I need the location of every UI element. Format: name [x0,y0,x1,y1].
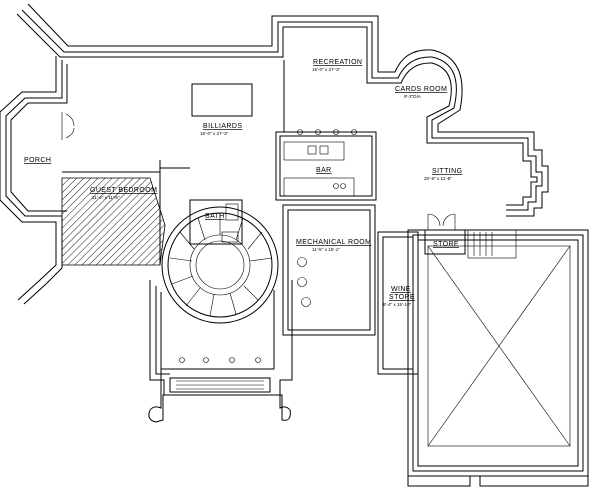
room-label-store: STORE [433,241,459,248]
room-dim-cards-room: 9'-3"DIA [404,94,422,99]
room-dim-billiards: 16'-0" x 27'-3" [200,131,229,136]
guest-bedroom-hatch [61,177,166,266]
room-dim-mechanical-room: 11'-5" x 15'-1" [312,247,340,252]
spiral-staircase [161,206,279,324]
outer-walls [0,3,589,487]
room-dim-recreation: 15'-0" x 27'-3" [312,67,341,72]
room-label-mechanical-room: MECHANICAL ROOM [296,239,371,246]
room-dim-sitting: 20'-8" x 11'-8" [424,176,452,181]
room-dim-wine-store: 8'-4" x 15'-10" [383,302,412,307]
room-label-porch: PORCH [24,157,51,164]
room-label-bath: BATH [205,213,225,220]
room-dim-guest-bedroom: 11'-4" x 11'-5" [92,195,120,200]
bath-fixtures [189,199,243,245]
room-label-wine: WINE [391,286,411,293]
billiards-table [191,83,253,117]
room-label-guest-bedroom: GUEST BEDROOM [90,187,157,194]
room-label-sitting: SITTING [432,168,462,175]
room-label-store-wine: STORE [389,294,415,301]
room-label-cards-room: CARDS ROOM [395,86,447,93]
room-label-billiards: BILLIARDS [203,123,242,130]
room-label-recreation: RECREATION [313,59,362,66]
column-markers [179,129,357,363]
room-label-bar: BAR [316,167,332,174]
